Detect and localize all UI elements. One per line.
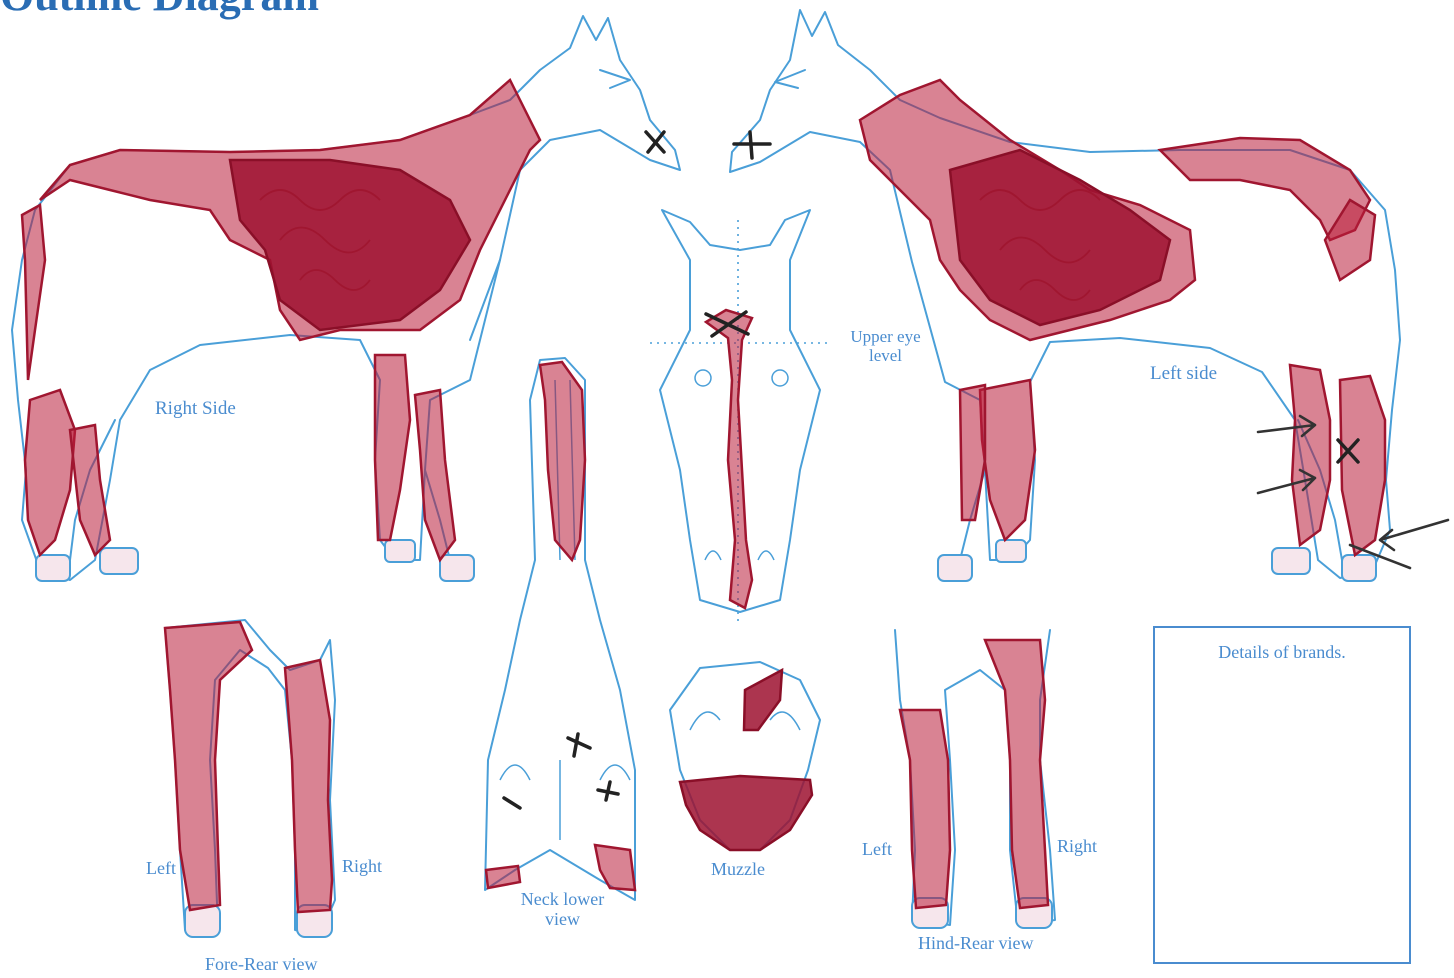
upper-eye-level-label: Upper eye level [838,328,933,365]
hind-right-label: Right [1057,837,1097,857]
hind-rear-view-label: Hind-Rear view [918,934,1033,954]
right-side-head-mark [646,132,664,152]
fore-rear-markings [165,622,332,912]
brands-details-caption: Details of brands. [1155,642,1409,663]
muzzle-markings [680,670,812,850]
left-side-label: Left side [1150,364,1217,385]
left-side-head-mark [734,132,770,158]
fore-right-label: Right [342,857,382,877]
muzzle-label: Muzzle [711,860,765,880]
right-side-markings [22,80,540,560]
brands-details-box: Details of brands. [1153,626,1411,964]
fore-rear-view-label: Fore-Rear view [205,955,317,975]
hind-rear-markings [900,640,1048,908]
head-front-markings [706,310,752,608]
right-side-label: Right Side [155,399,236,420]
neck-lower-view-label: Neck lower view [505,890,620,930]
hind-left-label: Left [862,840,892,860]
fore-left-label: Left [146,859,176,879]
